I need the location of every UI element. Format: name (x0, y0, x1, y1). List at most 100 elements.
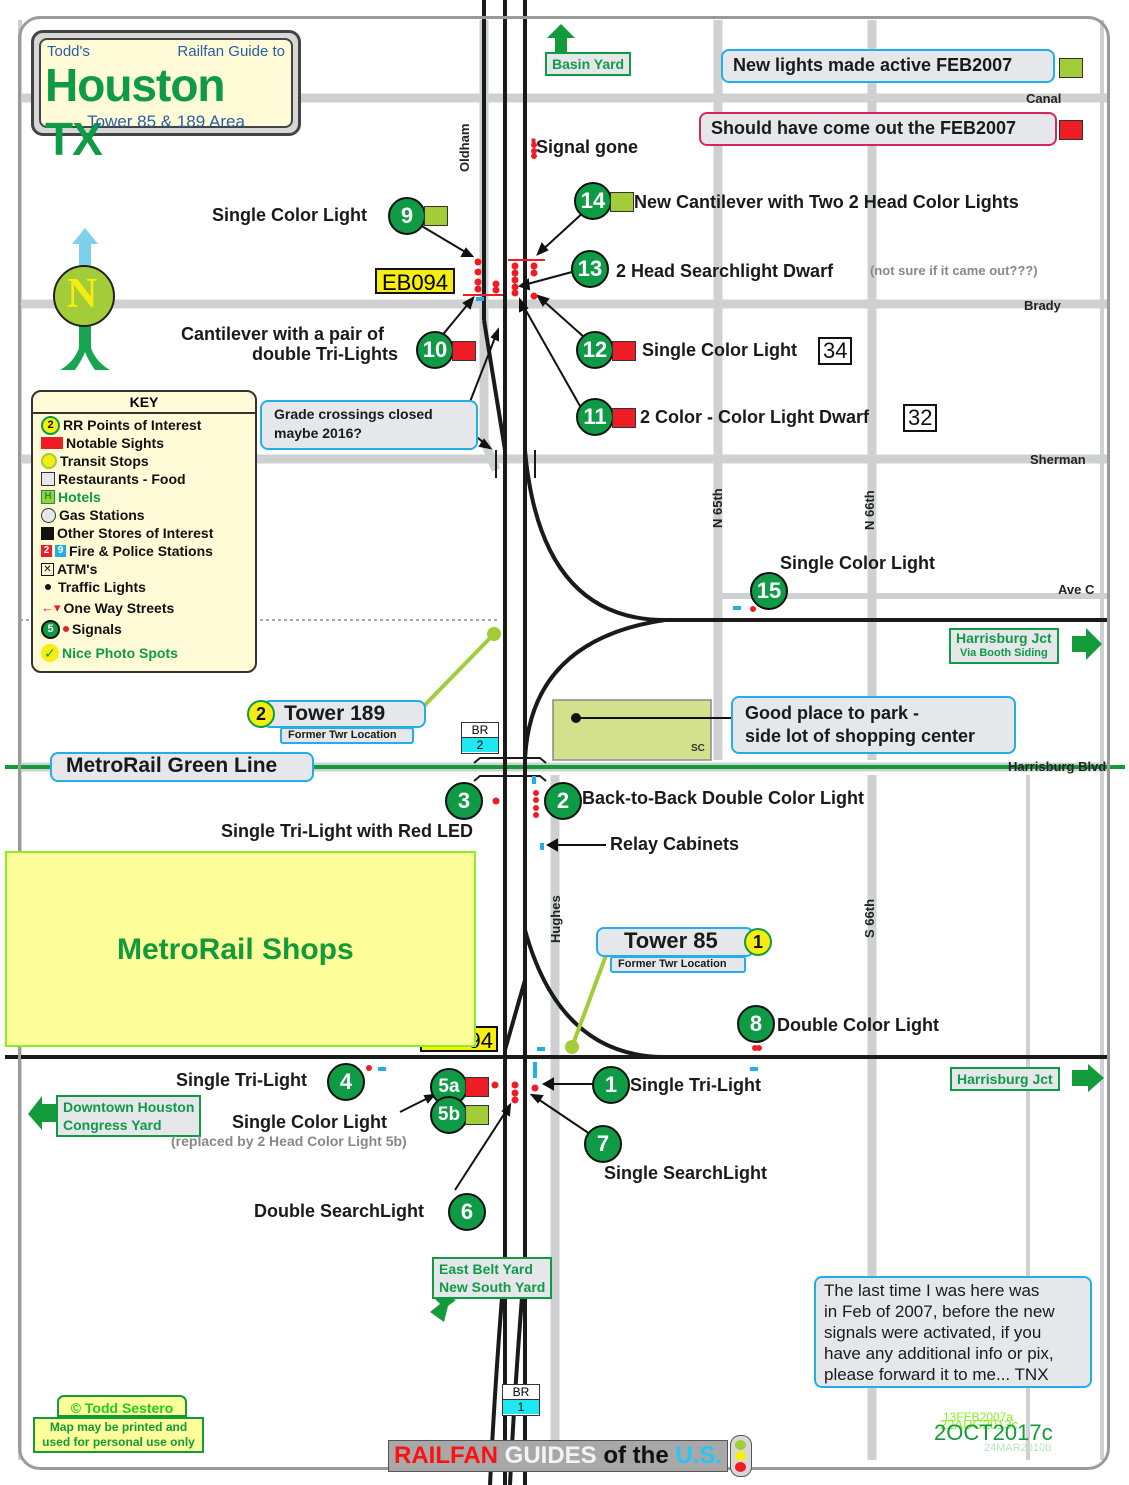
key-label: Other Stores of Interest (57, 525, 214, 541)
signal-6-marker[interactable]: 6 (448, 1193, 486, 1231)
brand-railfan: RAILFAN (394, 1442, 498, 1469)
signal-13-note: (not sure if it came out???) (870, 263, 1038, 278)
street-label-n66: N 66th (862, 490, 877, 530)
key-item-transit: Transit Stops (33, 452, 255, 470)
transit-stop-icon (41, 453, 57, 469)
brand-banner[interactable]: RAILFAN GUIDES of the U.S. (388, 1440, 728, 1472)
copyright-line1: Map may be printed and (49, 1420, 188, 1434)
compass-circle (53, 265, 115, 327)
old-lights-swatch (1059, 120, 1083, 140)
signal-14-label: New Cantilever with Two 2 Head Color Lig… (634, 192, 1019, 212)
key-item-notable: Notable Sights (33, 434, 255, 452)
parking-line1: Good place to park - (745, 703, 920, 723)
signal-10-status-old (452, 341, 476, 361)
key-label: Nice Photo Spots (62, 645, 178, 661)
signal-4-label: Single Tri-Light (176, 1070, 307, 1090)
signal-2-marker[interactable]: 2 (544, 782, 582, 820)
signal-1-label: Single Tri-Light (630, 1075, 761, 1095)
key-item-stores: Other Stores of Interest (33, 524, 255, 542)
street-label-canal: Canal (1026, 91, 1062, 106)
old-lights-note: Should have come out the FEB2007 (699, 112, 1057, 146)
signal-1-marker[interactable]: 1 (592, 1066, 630, 1104)
signal-7-marker[interactable]: 7 (584, 1125, 622, 1163)
harrisburg-jct-booth-label: Harrisburg Jct (956, 630, 1052, 646)
grade-crossings-line2: maybe 2016? (274, 425, 362, 441)
grade-crossings-line1: Grade crossings closed (274, 406, 433, 422)
atm-icon: ✕ (41, 562, 54, 576)
key-item-traffic: Traffic Lights (33, 578, 255, 596)
key-label: Fire & Police Stations (69, 543, 213, 559)
signal-7-label: Single SearchLight (604, 1163, 768, 1183)
street-label-oldham: Oldham (457, 123, 472, 172)
key-label: Gas Stations (59, 507, 145, 523)
key-item-atm: ✕ ATM's (33, 560, 255, 578)
tower-85-number[interactable]: 1 (744, 928, 772, 956)
brand-us: U.S. (675, 1442, 723, 1469)
key-item-rr-points: 2 RR Points of Interest (33, 415, 255, 435)
bridge-2-num: 2 (462, 737, 498, 752)
signal-15-marker[interactable]: 15 (750, 572, 788, 610)
congress-yard-label: Congress Yard (63, 1117, 162, 1133)
key-label: Signals (72, 621, 122, 637)
gas-station-icon (41, 507, 56, 523)
signal-11-marker[interactable]: 11 (576, 398, 614, 436)
key-item-one-way: ←▾ One Way Streets (33, 599, 255, 617)
tower-189-label: Tower 189 (262, 700, 426, 728)
signal-10-marker[interactable]: 10 (416, 331, 454, 369)
signal-8-marker[interactable]: 8 (737, 1005, 775, 1043)
visit-note-line: signals were activated, if you (824, 1323, 1042, 1342)
bridge-2-top: BR (471, 723, 489, 737)
harrisburg-jct-booth-sub: Via Booth Siding (959, 647, 1048, 659)
signal-13-marker[interactable]: 13 (571, 250, 609, 288)
rail-tracks (5, 0, 1108, 1485)
street-label-n65: N 65th (710, 488, 725, 528)
east-belt-sign: East Belt Yard New South Yard (432, 1257, 553, 1299)
signal-dot-icon (63, 626, 69, 632)
title-area: Tower 85 & 189 Area (87, 112, 245, 131)
one-way-icon: ←▾ (41, 600, 61, 615)
restaurant-icon (41, 472, 55, 486)
key-label: ATM's (57, 561, 98, 577)
new-south-yard-label: New South Yard (439, 1279, 546, 1295)
harrisburg-jct-booth-sign: Harrisburg Jct Via Booth Siding (949, 628, 1059, 664)
tower-189-number[interactable]: 2 (247, 700, 275, 728)
key-label: RR Points of Interest (63, 417, 202, 433)
harrisburg-jct-booth-arrow (1072, 628, 1102, 660)
title-city: Houston TX (45, 59, 226, 165)
street-label-ave-c: Ave C (1058, 582, 1095, 597)
visit-note-line: in Feb of 2007, before the new (824, 1302, 1055, 1321)
street-label-hughes: Hughes (548, 895, 563, 943)
copyright-notice: Map may be printed and used for personal… (33, 1417, 204, 1453)
signal-3-marker[interactable]: 3 (445, 782, 483, 820)
signal-9-status-new (424, 206, 448, 226)
street-label-s66: S 66th (862, 898, 877, 938)
signal-glyphs (366, 138, 762, 1104)
signal-9-marker[interactable]: 9 (388, 197, 426, 235)
signal-11-label: 2 Color - Color Light Dwarf (640, 407, 869, 427)
signal-12-status-old (612, 341, 636, 361)
signal-14-marker[interactable]: 14 (574, 182, 612, 220)
visit-note: The last time I was here was in Feb of 2… (814, 1276, 1092, 1388)
tower-189-marker (487, 627, 501, 641)
police-station-icon: 9 (55, 545, 66, 557)
pointer-arrows (399, 209, 606, 1191)
signal-13-label: 2 Head Searchlight Dwarf (616, 261, 834, 281)
signal-5b-marker[interactable]: 5b (430, 1096, 468, 1134)
signal-6-label: Double SearchLight (254, 1201, 425, 1221)
copyright-line2: used for personal use only (42, 1435, 195, 1449)
shopping-center-label: SC (691, 743, 705, 754)
signal-12-milepost: 34 (818, 337, 853, 365)
key-item-hotels: H Hotels (33, 488, 255, 506)
map-key: KEY 2 RR Points of Interest Notable Sigh… (31, 390, 257, 673)
parking-note: Good place to park - side lot of shoppin… (731, 696, 1016, 754)
signal-12-marker[interactable]: 12 (576, 331, 614, 369)
street-label-sherman: Sherman (1030, 452, 1086, 467)
bridge-2-marker: BR 2 (461, 722, 499, 754)
key-label: Hotels (58, 489, 101, 505)
key-label: One Way Streets (63, 600, 175, 616)
signal-4-marker[interactable]: 4 (327, 1063, 365, 1101)
visit-note-line: please forward it to me... TNX (824, 1365, 1049, 1384)
signal-12-label: Single Color Light (642, 340, 797, 360)
key-item-fire-police: 2 9 Fire & Police Stations (33, 542, 255, 560)
photo-spot-icon: ✓ (41, 644, 59, 662)
